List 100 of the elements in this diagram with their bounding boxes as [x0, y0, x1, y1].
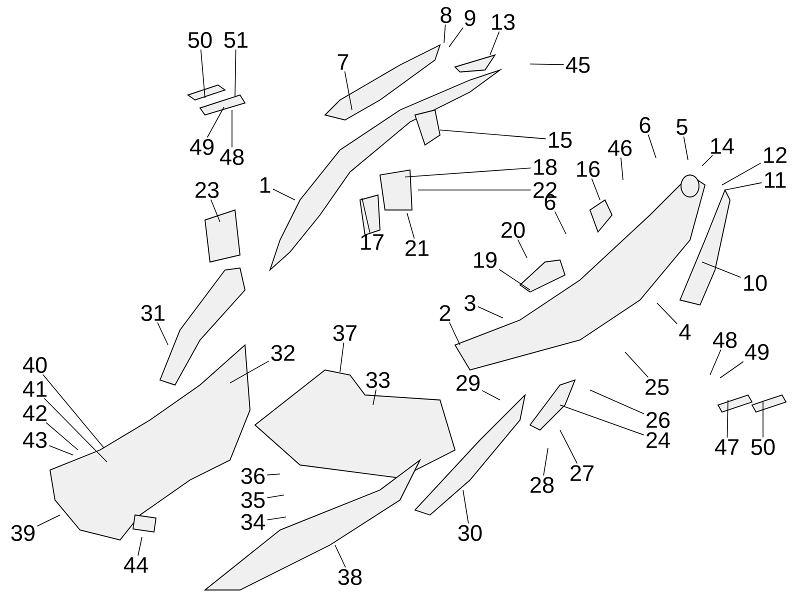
leader-line — [138, 536, 142, 556]
leader-line — [762, 402, 764, 438]
callout-number: 26 — [646, 412, 670, 428]
callout-number: 6 — [640, 116, 650, 134]
leader-line — [560, 404, 644, 436]
leader-line — [210, 199, 220, 222]
callout-number: 42 — [22, 405, 46, 421]
callout-number: 32 — [271, 344, 294, 362]
leader-line — [206, 106, 224, 138]
leader-line — [702, 262, 742, 278]
leader-line — [724, 182, 762, 190]
callout-number: 13 — [492, 14, 515, 30]
leader-line — [683, 136, 688, 160]
leader-line — [722, 162, 762, 186]
leader-line — [344, 71, 352, 110]
leader-line — [591, 178, 600, 200]
leader-line — [334, 544, 346, 568]
callout-number: 43 — [22, 432, 47, 448]
leader-line — [530, 64, 564, 66]
leader-line — [444, 24, 446, 44]
callout-number: 34 — [241, 514, 265, 530]
leader-line — [478, 306, 504, 318]
callout-number: 5 — [676, 119, 688, 135]
leader-line — [362, 198, 370, 234]
callout-number: 2 — [440, 305, 450, 321]
leader-line — [234, 49, 236, 96]
callout-number: 4 — [679, 324, 691, 340]
leader-line — [490, 31, 500, 56]
callout-number: 10 — [744, 274, 767, 292]
callout-number: 21 — [406, 240, 428, 256]
callout-number: 1 — [260, 177, 270, 193]
leader-line — [440, 130, 546, 140]
callout-number: 16 — [577, 160, 600, 178]
leader-line — [157, 322, 168, 346]
callout-number: 45 — [566, 57, 590, 73]
callout-number: 11 — [764, 172, 786, 188]
callout-number: 44 — [124, 557, 148, 573]
callout-number: 28 — [530, 476, 554, 494]
leader-line — [230, 360, 270, 384]
callout-number: 24 — [646, 432, 670, 448]
callout-number: 39 — [11, 524, 35, 542]
callout-number: 30 — [458, 524, 482, 542]
leader-line — [266, 494, 284, 498]
callout-number: 17 — [361, 234, 384, 250]
leader-line — [340, 342, 344, 372]
leader-line — [543, 448, 548, 476]
leader-line — [462, 490, 469, 524]
callout-number: 38 — [338, 568, 362, 586]
callout-number: 27 — [570, 465, 594, 481]
leader-line — [554, 211, 566, 234]
leader-line — [498, 269, 530, 290]
leader-line — [448, 27, 464, 48]
callout-number: 7 — [338, 54, 348, 70]
callout-number: 49 — [744, 344, 769, 360]
callout-number: 37 — [333, 324, 356, 342]
callout-number: 3 — [464, 294, 476, 312]
leader-line — [624, 352, 649, 378]
callout-number: 12 — [764, 147, 786, 163]
callout-number: 47 — [714, 439, 738, 455]
callout-number: 14 — [711, 138, 734, 154]
leader-line — [200, 49, 206, 98]
callout-number: 19 — [474, 252, 497, 268]
callout-number: 20 — [502, 222, 525, 238]
callout-number: 41 — [22, 381, 46, 397]
callout-number: 23 — [196, 182, 219, 198]
callout-number: 48 — [712, 332, 737, 348]
leader-line — [406, 212, 415, 239]
leader-line — [726, 400, 728, 438]
leader-line — [266, 474, 280, 476]
leader-line — [48, 445, 74, 456]
leader-line — [620, 157, 624, 180]
leader-line — [517, 239, 528, 258]
leader-line — [404, 168, 532, 178]
callout-number: 9 — [464, 10, 476, 26]
leader-line — [656, 302, 678, 324]
leader-line — [266, 516, 286, 520]
callout-number: 35 — [241, 492, 265, 508]
leader-line — [590, 390, 644, 414]
leader-line — [702, 155, 713, 166]
leader-line — [482, 390, 500, 400]
leader-line — [710, 349, 722, 376]
callout-number: 18 — [534, 158, 557, 176]
leader-line — [720, 361, 744, 378]
callout-number: 50 — [751, 438, 775, 456]
leader-line — [449, 322, 460, 346]
leader-line — [272, 188, 296, 200]
callout-number: 51 — [224, 32, 248, 48]
callout-number: 36 — [241, 468, 265, 484]
leader-line — [372, 389, 376, 406]
callout-number: 40 — [22, 356, 47, 374]
callout-number: 15 — [549, 132, 572, 148]
callout-number: 31 — [141, 304, 164, 322]
callout-number: 33 — [366, 372, 390, 388]
leader-line — [36, 514, 60, 526]
callout-number: 25 — [646, 378, 669, 396]
leader-line — [42, 374, 104, 448]
callout-number: 50 — [188, 32, 212, 48]
callout-number: 46 — [608, 140, 632, 156]
callout-number: 8 — [440, 6, 452, 24]
callout-number: 48 — [220, 148, 244, 166]
